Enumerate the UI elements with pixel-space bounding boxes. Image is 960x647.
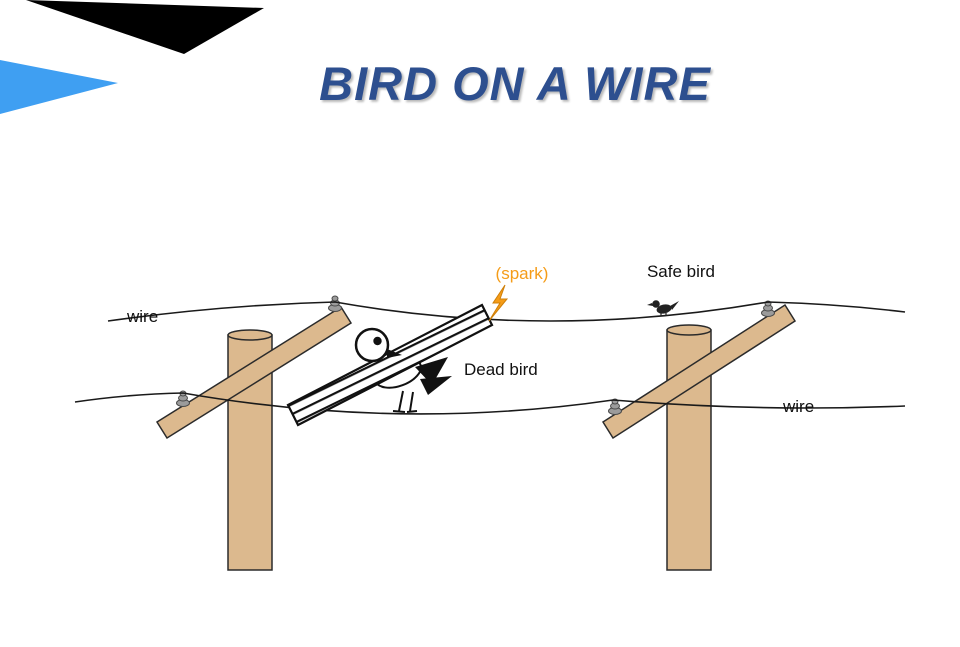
blue-arrow-shape xyxy=(0,60,118,114)
bird-on-wire-diagram: wire (spark) Safe bird Dead bird wire xyxy=(74,262,906,571)
insulator-left-upper xyxy=(328,295,342,312)
wire-left-label: wire xyxy=(126,307,158,326)
bird-head xyxy=(354,327,390,363)
dead-bird-label: Dead bird xyxy=(464,360,538,379)
left-crossarm xyxy=(155,305,353,440)
bird-tail xyxy=(415,357,448,385)
black-banner-shape xyxy=(26,0,264,54)
wire-right-label: wire xyxy=(782,397,814,416)
spark-label: (spark) xyxy=(496,264,549,283)
dead-bird-figure xyxy=(286,303,494,427)
bird-legs xyxy=(398,390,414,412)
bird-feet xyxy=(392,410,418,413)
right-crossarm xyxy=(601,303,797,440)
page-title: BIRD ON A WIRE xyxy=(319,57,711,110)
corner-decorations xyxy=(0,0,264,114)
safe-bird-label: Safe bird xyxy=(647,262,715,281)
bird-tail-lower xyxy=(420,376,452,395)
bird-beak xyxy=(387,349,402,358)
bird-eye xyxy=(373,336,382,346)
lower-wire xyxy=(74,392,906,415)
upper-wire xyxy=(107,301,906,322)
spark-bolt-icon xyxy=(488,284,509,322)
bird-wings xyxy=(286,303,494,427)
safe-bird-figure xyxy=(647,300,679,316)
